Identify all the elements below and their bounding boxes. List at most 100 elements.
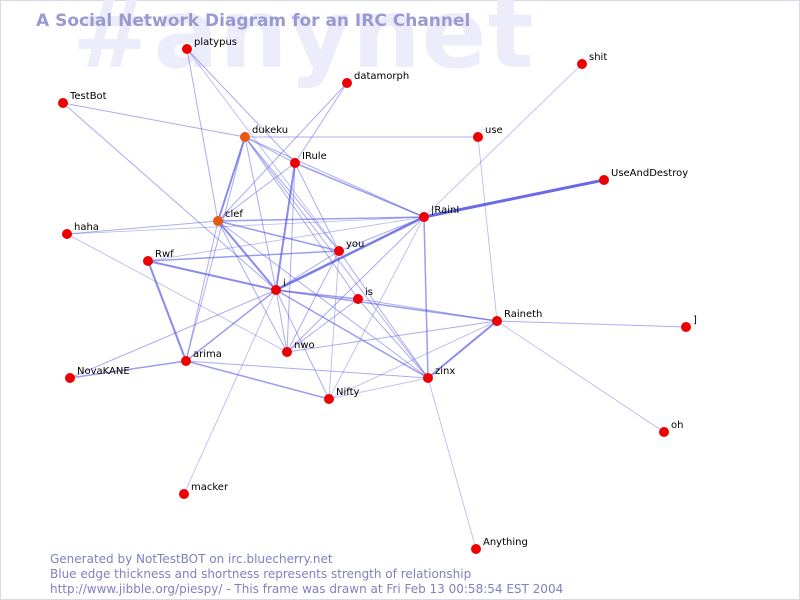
channel-watermark: #anynet: [72, 0, 535, 90]
edge-i-nwo: [275, 289, 288, 353]
node-label: ]: [693, 315, 697, 326]
node-dukeku: dukeku: [240, 125, 288, 142]
node-use: use: [473, 125, 503, 142]
node-nwo: nwo: [282, 340, 315, 357]
node-label: Raineth: [504, 309, 542, 320]
edge-clef-you: [217, 220, 340, 252]
edge-i-zinx: [275, 289, 429, 379]
node-label: arima: [193, 349, 222, 360]
edge-platypus-clef: [186, 48, 219, 222]
node-platypus: platypus: [182, 37, 237, 54]
node-label: datamorph: [354, 71, 409, 82]
node-label: oh: [671, 420, 683, 431]
edge-dukeku-IRainI: [244, 136, 425, 218]
edge-clef-nwo: [217, 220, 288, 353]
node-dot: [473, 132, 483, 142]
node-dot: [334, 246, 344, 256]
edge-Nifty-IRainI: [328, 216, 425, 400]
node-label: i: [283, 278, 286, 289]
node-dot: [419, 212, 429, 222]
node-Nifty: Nifty: [324, 387, 360, 404]
node-shit: shit: [577, 52, 607, 69]
edge-IRule-clef: [217, 162, 296, 222]
node-dot: [62, 229, 72, 239]
edge-i-Nifty: [275, 289, 330, 400]
node-UseAndDestroy: UseAndDestroy: [599, 168, 688, 185]
edge-i-IRainI: [275, 215, 425, 292]
footer-legend-note: Blue edge thickness and shortness repres…: [50, 567, 472, 581]
edge-dukeku-zinx: [244, 136, 429, 379]
node-is: is: [353, 287, 373, 304]
node-dot: [324, 394, 334, 404]
edge-you-nwo: [286, 250, 340, 353]
edge-Raineth-zinx: [427, 320, 498, 379]
node-label: Nifty: [336, 387, 360, 398]
diagram-title: A Social Network Diagram for an IRC Chan…: [36, 11, 471, 31]
node-dot: [240, 132, 250, 142]
node-datamorph: datamorph: [342, 71, 409, 88]
footer: Generated by NotTestBOT on irc.bluecherr…: [50, 552, 563, 597]
node-dot: [271, 285, 281, 295]
edge-is-Raineth: [357, 298, 498, 322]
edge-clef-haha: [66, 220, 219, 235]
node-label: shit: [589, 52, 607, 63]
node-dot: [290, 158, 300, 168]
node-label: IRule: [302, 151, 327, 162]
node-label: haha: [74, 222, 99, 233]
edge-Raineth-oh: [496, 320, 665, 433]
node-Raineth: Raineth: [492, 309, 542, 326]
edge-TestBot-i: [62, 102, 277, 291]
edge-dukeku-is: [244, 136, 359, 300]
node-dot: [681, 322, 691, 332]
node-macker: macker: [179, 482, 229, 499]
edge-haha-nwo: [66, 233, 288, 353]
node-IRule: IRule: [290, 151, 327, 168]
edge-IRule-you: [294, 162, 340, 252]
edge-Raineth-Nifty: [328, 320, 498, 400]
node-clef: clef: [213, 209, 243, 226]
node-label: dukeku: [252, 125, 288, 136]
edge-arima-NovaKANE: [69, 360, 187, 379]
edge-you-zinx: [338, 250, 429, 379]
node-arima: arima: [181, 349, 222, 366]
node-label: Rwf: [155, 249, 174, 260]
node-label: zinx: [435, 366, 455, 377]
node-dot: [353, 294, 363, 304]
footer-generated-by: Generated by NotTestBOT on irc.bluecherr…: [50, 552, 333, 566]
edge-Nifty-you: [328, 250, 340, 400]
node-NovaKANE: NovaKANE: [65, 366, 130, 383]
edge-Rwf-IRainI: [147, 216, 425, 262]
node-dot: [182, 44, 192, 54]
edge-dukeku-arima: [185, 136, 246, 362]
node-i: i: [271, 278, 286, 295]
node-dot: [342, 78, 352, 88]
node-dot: [471, 544, 481, 554]
node-dot: [213, 216, 223, 226]
edge-clef-dukeku: [217, 136, 246, 222]
edge-Raineth-bracket: [496, 320, 687, 328]
node-label: you: [346, 239, 364, 250]
node-TestBot: TestBot: [58, 91, 107, 108]
node-dot: [179, 489, 189, 499]
node-zinx: zinx: [423, 366, 455, 383]
node-you: you: [334, 239, 364, 256]
node-label: nwo: [294, 340, 315, 351]
edge-TestBot-dukeku: [62, 102, 246, 138]
node-bracket: ]: [681, 315, 697, 332]
node-label: platypus: [194, 37, 237, 48]
edge-datamorph-IRule: [294, 82, 348, 164]
node-dot: [599, 175, 609, 185]
edge-datamorph-clef: [217, 82, 348, 222]
node-IRainI: |RainI: [419, 205, 459, 222]
edge-IRule-IRainI: [294, 162, 425, 218]
edge-is-zinx: [357, 298, 429, 379]
node-dot: [58, 98, 68, 108]
edge-platypus-you: [186, 48, 340, 252]
edge-Rwf-arima: [147, 260, 187, 362]
node-dot: [143, 256, 153, 266]
node-label: clef: [225, 209, 243, 220]
edge-IRule-nwo: [286, 162, 296, 353]
node-haha: haha: [62, 222, 99, 239]
footer-source-url: http://www.jibble.org/piespy/ - This fra…: [50, 582, 564, 596]
